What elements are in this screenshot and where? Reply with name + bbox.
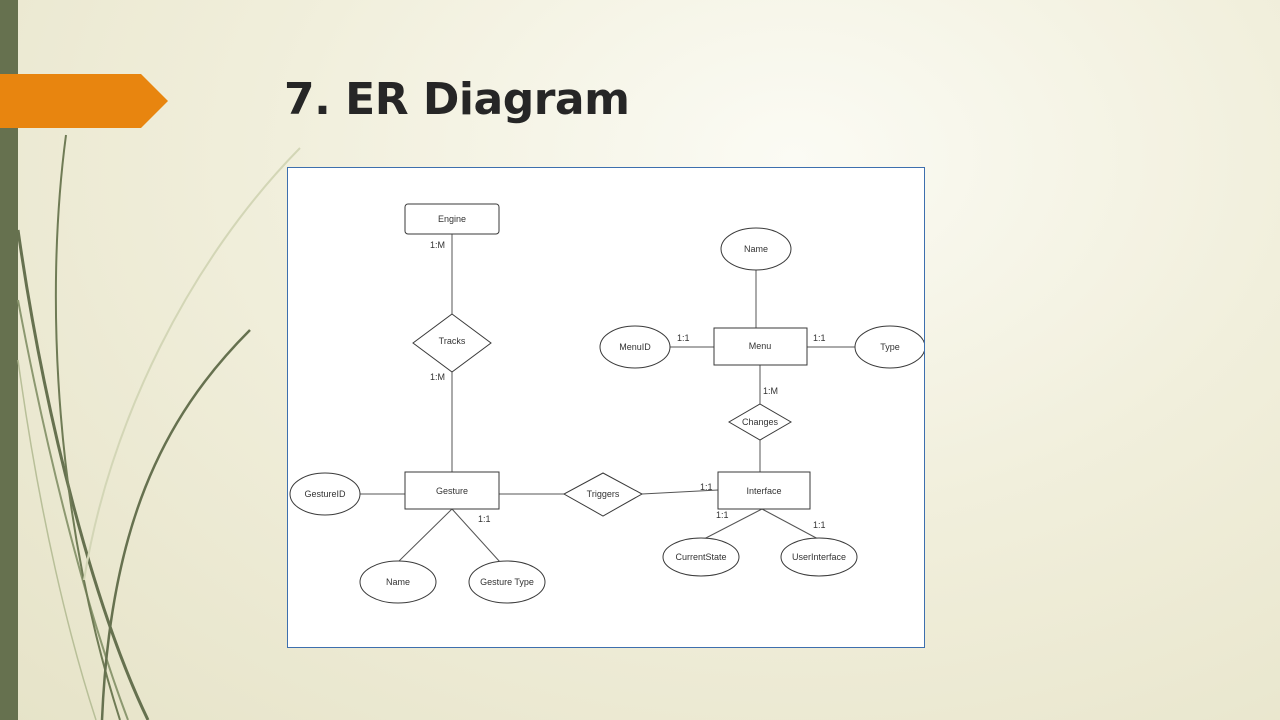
edge-triggers-interface xyxy=(641,489,719,495)
attribute-menu-name: Name xyxy=(720,227,792,271)
slide-title: 7. ER Diagram xyxy=(284,74,630,125)
attribute-menu-type: Type xyxy=(854,325,924,369)
attribute-user-interface: UserInterface xyxy=(780,537,858,577)
attribute-gesture-type-label: Gesture Type xyxy=(480,577,534,587)
cardinality-gesture-type: 1:1 xyxy=(478,514,491,524)
er-diagram-frame: Engine Menu Gesture Interface Tracks Cha… xyxy=(287,167,925,648)
entity-gesture-label: Gesture xyxy=(436,486,468,496)
entity-engine-label: Engine xyxy=(438,214,466,224)
entity-interface-label: Interface xyxy=(746,486,781,496)
cardinality-menu-changes: 1:M xyxy=(763,386,778,396)
attribute-current-state-label: CurrentState xyxy=(675,552,726,562)
attribute-menu-type-label: Type xyxy=(880,342,900,352)
edge-gesture-type xyxy=(451,508,501,563)
attribute-gesture-type: Gesture Type xyxy=(468,560,546,604)
cardinality-tracks-gesture: 1:M xyxy=(430,372,445,382)
relationship-changes: Changes xyxy=(728,403,792,441)
attribute-gesture-id-label: GestureID xyxy=(304,489,346,499)
cardinality-triggers-interface: 1:1 xyxy=(700,482,713,492)
entity-engine: Engine xyxy=(404,203,500,235)
attribute-menu-id-label: MenuID xyxy=(619,342,651,352)
entity-menu: Menu xyxy=(713,327,808,366)
title-marker-arrow xyxy=(0,74,168,128)
relationship-triggers: Triggers xyxy=(562,472,644,517)
attribute-gesture-name-label: Name xyxy=(386,577,410,587)
relationship-tracks-label: Tracks xyxy=(439,336,466,346)
entity-interface: Interface xyxy=(717,471,811,510)
sidebar-accent-bar xyxy=(0,0,18,720)
relationship-changes-label: Changes xyxy=(742,417,779,427)
attribute-current-state: CurrentState xyxy=(662,537,740,577)
cardinality-engine-tracks: 1:M xyxy=(430,240,445,250)
er-diagram: Engine Menu Gesture Interface Tracks Cha… xyxy=(289,203,924,604)
attribute-gesture-id: GestureID xyxy=(289,472,361,516)
cardinality-interface-userinterface: 1:1 xyxy=(813,520,826,530)
entity-gesture: Gesture xyxy=(404,471,500,510)
attribute-menu-id: MenuID xyxy=(599,325,671,369)
edge-interface-userinterface xyxy=(761,508,821,541)
decorative-swooshes xyxy=(16,134,301,720)
attribute-gesture-name: Name xyxy=(359,560,437,604)
relationship-tracks: Tracks xyxy=(412,313,492,373)
cardinality-menu-type: 1:1 xyxy=(813,333,826,343)
edge-interface-currentstate xyxy=(701,508,763,541)
attribute-user-interface-label: UserInterface xyxy=(792,552,846,562)
cardinality-labels: 1:M 1:M 1:1 1:1 1:M 1:1 1:1 1:1 1:1 xyxy=(430,240,826,530)
cardinality-interface-currentstate: 1:1 xyxy=(716,510,729,520)
diagram-edges xyxy=(360,234,855,563)
cardinality-menuid-menu: 1:1 xyxy=(677,333,690,343)
attribute-menu-name-label: Name xyxy=(744,244,768,254)
entity-menu-label: Menu xyxy=(749,341,772,351)
edge-gesture-name xyxy=(397,508,453,563)
relationship-triggers-label: Triggers xyxy=(587,489,620,499)
